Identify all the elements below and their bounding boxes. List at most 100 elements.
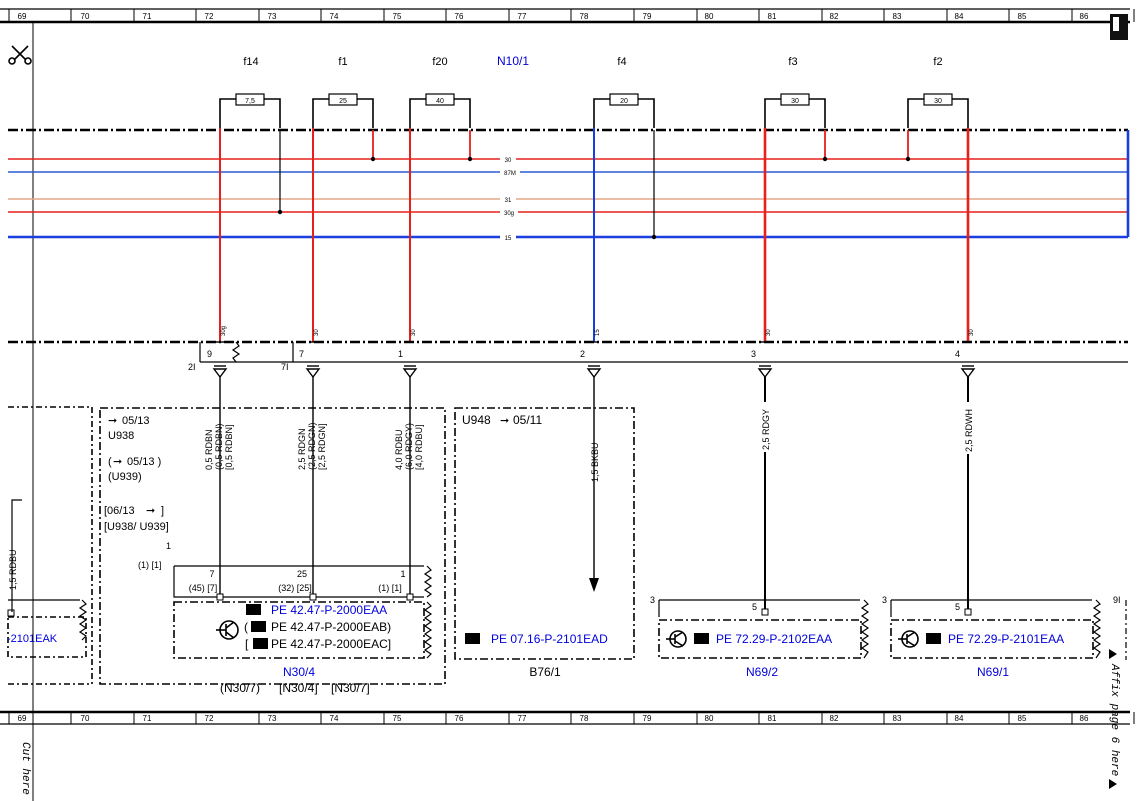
- reference-hand-icon: [465, 633, 480, 644]
- pin-number: (32) [25]: [278, 583, 312, 593]
- pin-number: (45) [7]: [189, 583, 218, 593]
- component-sublabel: (N30/7): [220, 681, 260, 695]
- variant-text: 05/13: [122, 415, 150, 427]
- pin-number: 3: [882, 595, 887, 605]
- fuse-icon: [609, 93, 639, 106]
- wire-label: [0,5 RDBN]: [224, 424, 234, 470]
- pin-number: 1: [398, 349, 403, 359]
- wire-label: (0,5 RDBN): [214, 423, 224, 470]
- sensor-icon: [666, 630, 687, 648]
- bus-label: 87M: [504, 171, 516, 177]
- pin-number: 3: [650, 595, 655, 605]
- col-label: 86: [1080, 12, 1089, 21]
- bus-label: 30g: [504, 211, 514, 217]
- col-label: 82: [830, 12, 839, 21]
- affix-text: Affix page 6 here: [1108, 663, 1120, 776]
- col-label: 78: [580, 714, 589, 723]
- col-label: 73: [268, 12, 277, 21]
- pin-number: 9: [207, 349, 212, 359]
- fuse-rating: 7,5: [245, 98, 255, 105]
- splice-icons: [212, 365, 976, 379]
- fuse-rating: 40: [436, 98, 444, 105]
- col-label: 72: [205, 714, 214, 723]
- fuse-icon: [425, 93, 455, 106]
- pin-group: 2I: [188, 362, 196, 372]
- top-ruler: 69 70 71 72 73 74 75 76 77 78 79 80 81 8…: [0, 8, 1135, 24]
- fuse-name: f14: [243, 56, 258, 68]
- wire-label: 2,5 RDGN: [297, 428, 307, 470]
- fuse-icon: [923, 93, 953, 106]
- wire-label: 0,5 RDBN: [204, 429, 214, 470]
- variant-arrow-icon: ➞: [113, 456, 122, 468]
- wire-label: 2,5 RDWH: [964, 409, 974, 452]
- col-label: 80: [705, 714, 714, 723]
- col-label: 81: [768, 714, 777, 723]
- wire-label: [4,0 RDBU]: [414, 424, 424, 470]
- col-label: 83: [893, 12, 902, 21]
- fuse-name: f1: [338, 56, 347, 68]
- fuse-rating: 30: [934, 98, 942, 105]
- transistor-icon: [216, 620, 239, 640]
- ref-link: PE 72.29-P-2101EAA: [948, 632, 1064, 646]
- pin-number: 5: [955, 602, 960, 612]
- col-label: 79: [643, 714, 652, 723]
- fuse-rating: 30: [791, 98, 799, 105]
- pin-number: 4: [955, 349, 960, 359]
- col-label: 76: [455, 12, 464, 21]
- plug-term: 15: [595, 329, 601, 336]
- bus-label: 31: [505, 198, 512, 204]
- wire-label: 2,5 RDGY: [761, 409, 771, 450]
- variant-arrow-icon: ➞: [146, 505, 155, 517]
- module-label: N10/1: [497, 54, 529, 68]
- variant-text: [06/13: [104, 505, 135, 517]
- fuse-name: f4: [617, 56, 626, 68]
- ref-link: PE 72.29-P-2102EAA: [716, 632, 832, 646]
- ref-link: PE 07.16-P-2101EAD: [491, 632, 608, 646]
- wire-label: 4,0 RDBU: [394, 429, 404, 470]
- connector-code: -2101EAK: [7, 633, 58, 645]
- fuse-name: f3: [788, 56, 797, 68]
- pin-number: 1: [166, 541, 171, 551]
- col-label: 80: [705, 12, 714, 21]
- fuse-rating: 25: [339, 98, 347, 105]
- plug-term: 30: [766, 329, 772, 336]
- plug-term: 30g: [221, 326, 227, 336]
- component-label: N69/1: [977, 665, 1009, 679]
- reference-hand-icon: [694, 633, 709, 644]
- bus-label: 15: [505, 236, 512, 242]
- col-label: 71: [143, 714, 152, 723]
- col-label: 77: [518, 12, 527, 21]
- col-label: 73: [268, 714, 277, 723]
- col-label: 84: [955, 714, 964, 723]
- col-label: 82: [830, 714, 839, 723]
- component-label: N30/4: [283, 665, 315, 679]
- fuse-icon: [235, 93, 265, 106]
- fuse-bus-links: [277, 130, 911, 240]
- n30-group: ➞ 05/13 U938 ( ➞ 05/13 ) (U939) [06/13 ➞…: [99, 407, 446, 695]
- cut-here-text: Cut here: [19, 742, 31, 795]
- scissors-icon: [8, 45, 32, 65]
- col-label: 86: [1080, 714, 1089, 723]
- plug-term: 30: [969, 329, 975, 336]
- col-label: 85: [1018, 714, 1027, 723]
- component-sublabel: [N30/7]: [331, 681, 370, 695]
- n69-1-group: 3 5 PE 72.29-P-2101EAA N69/1: [882, 595, 1102, 679]
- bus-lines: [8, 130, 1130, 239]
- variant-arrow-icon: ➞: [500, 415, 509, 427]
- sensor-icon: [898, 630, 919, 648]
- fuse-icon: [328, 93, 358, 106]
- ref-text: PE 42.47-P-2000EAC]: [271, 637, 391, 651]
- pin-number: 25: [297, 569, 307, 579]
- fuse-icon: [780, 93, 810, 106]
- pin-group: 7I: [281, 362, 289, 372]
- variant-text: 05/13 ): [127, 456, 161, 468]
- affix-note: Affix page 6 here: [1108, 649, 1120, 789]
- page-marker-icon: [1110, 14, 1128, 40]
- ref-text: (: [244, 620, 248, 634]
- variant-text: 05/11: [513, 413, 542, 427]
- col-label: 74: [330, 12, 339, 21]
- variant-text: (: [108, 456, 112, 468]
- arrow-icon: [589, 578, 599, 592]
- pin-number: 3: [751, 349, 756, 359]
